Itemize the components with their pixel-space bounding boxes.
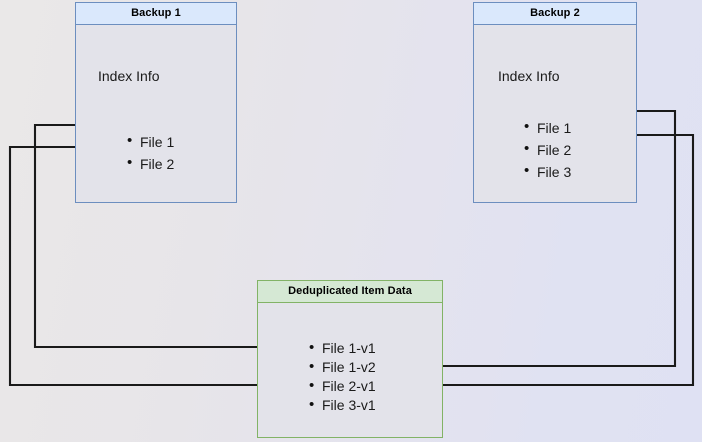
deduplicated-item-data-body: File 1-v1 File 1-v2 File 2-v1 File 3-v1 (258, 303, 442, 437)
list-item[interactable]: File 2-v1 (309, 376, 376, 396)
backup-2-index-info-label: Index Info (498, 68, 560, 84)
list-item[interactable]: File 3-v1 (309, 395, 376, 415)
list-item[interactable]: File 3 (524, 160, 571, 183)
list-item[interactable]: File 1 (127, 130, 174, 153)
backup-2-file-list: File 1 File 2 File 3 (524, 116, 571, 183)
backup-2-box[interactable]: Backup 2 Index Info File 1 File 2 File 3 (473, 2, 637, 203)
deduplicated-item-data-title: Deduplicated Item Data (258, 281, 442, 303)
backup-1-index-info-label: Index Info (98, 68, 160, 84)
list-item[interactable]: File 2 (127, 152, 174, 175)
backup-1-title: Backup 1 (76, 3, 236, 25)
backup-1-file-list: File 1 File 2 (127, 130, 174, 175)
backup-2-body: Index Info File 1 File 2 File 3 (474, 25, 636, 202)
list-item[interactable]: File 1-v2 (309, 357, 376, 377)
deduplicated-file-list: File 1-v1 File 1-v2 File 2-v1 File 3-v1 (309, 338, 376, 415)
backup-2-title: Backup 2 (474, 3, 636, 25)
backup-1-box[interactable]: Backup 1 Index Info File 1 File 2 (75, 2, 237, 203)
list-item[interactable]: File 2 (524, 138, 571, 161)
deduplicated-item-data-box[interactable]: Deduplicated Item Data File 1-v1 File 1-… (257, 280, 443, 438)
list-item[interactable]: File 1-v1 (309, 338, 376, 358)
list-item[interactable]: File 1 (524, 116, 571, 139)
backup-1-body: Index Info File 1 File 2 (76, 25, 236, 202)
